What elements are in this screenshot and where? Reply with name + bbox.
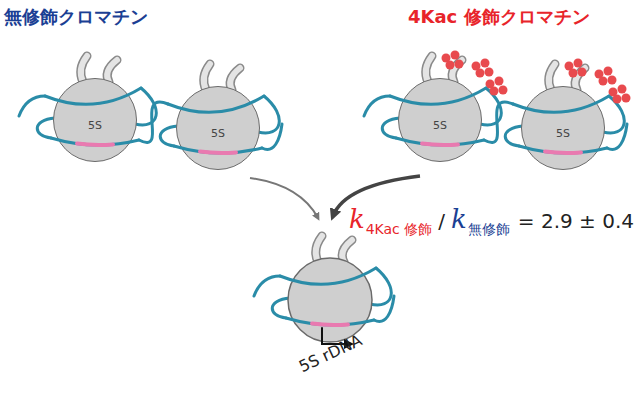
linker-dna bbox=[139, 102, 168, 142]
node-label: 5S bbox=[433, 120, 447, 131]
dna-strand bbox=[286, 318, 374, 325]
nucleosome: 5S bbox=[521, 86, 605, 170]
dna-strand bbox=[19, 96, 45, 116]
node-label: 5S bbox=[211, 128, 225, 139]
dna-strand bbox=[607, 124, 627, 149]
dna-strand bbox=[374, 296, 394, 321]
node-label: 5S bbox=[556, 128, 570, 139]
node-label: 5S bbox=[88, 120, 102, 131]
chromatin-title: 無修飾クロマチン bbox=[4, 6, 148, 28]
acetyl-mark bbox=[569, 69, 578, 78]
dna-strand bbox=[254, 276, 280, 296]
formula-text: / bbox=[438, 209, 445, 233]
acetyl-mark bbox=[476, 69, 485, 78]
acetyl-mark bbox=[604, 67, 613, 76]
acetyl-mark bbox=[613, 95, 622, 104]
5s-rdna-segment bbox=[312, 324, 348, 325]
acetyl-mark bbox=[574, 59, 583, 68]
nucleosome: 5S bbox=[398, 78, 482, 162]
rate-ratio: k4Kac 修飾/k無修飾= 2.9 ± 0.4 bbox=[349, 203, 634, 237]
acetyl-mark bbox=[618, 85, 627, 94]
nucleosome: 5S bbox=[53, 78, 137, 162]
histone-tail bbox=[316, 236, 322, 262]
histone-tail bbox=[342, 240, 352, 262]
acetyl-mark bbox=[446, 61, 455, 70]
formula-text: = 2.9 ± 0.4 bbox=[518, 209, 634, 233]
acetyl-mark bbox=[495, 77, 504, 86]
histone-tail bbox=[230, 68, 240, 90]
rate-subscript: 4Kac 修飾 bbox=[366, 221, 433, 237]
histone-tail bbox=[316, 236, 322, 262]
acetyl-mark bbox=[490, 87, 499, 96]
reaction-arrow bbox=[333, 176, 420, 216]
acetyl-mark bbox=[622, 94, 631, 103]
dna-strand bbox=[262, 124, 282, 149]
acetyl-mark bbox=[455, 60, 464, 69]
dna-strand bbox=[364, 96, 390, 116]
dna-strand bbox=[280, 268, 376, 284]
rate-subscript: 無修飾 bbox=[468, 221, 510, 237]
acetyl-mark bbox=[485, 68, 494, 77]
reaction-arrow bbox=[250, 178, 318, 218]
rate-symbol: k bbox=[349, 204, 365, 234]
histone-tail bbox=[107, 60, 117, 82]
acetyl-mark bbox=[578, 68, 587, 77]
nucleosome bbox=[288, 258, 372, 342]
acetyl-mark bbox=[608, 76, 617, 85]
linker-dna bbox=[484, 102, 513, 142]
histone-tail bbox=[342, 240, 352, 262]
rate-symbol: k bbox=[451, 204, 467, 234]
acetyl-mark bbox=[599, 77, 608, 86]
histone-tail bbox=[107, 60, 117, 82]
acetyl-mark bbox=[481, 59, 490, 68]
acetyl-mark bbox=[499, 86, 508, 95]
acetyl-mark bbox=[451, 51, 460, 60]
nucleosome: 5S bbox=[176, 86, 260, 170]
histone-tail bbox=[230, 68, 240, 90]
chromatin-title: 4Kac 修飾クロマチン bbox=[408, 6, 590, 28]
